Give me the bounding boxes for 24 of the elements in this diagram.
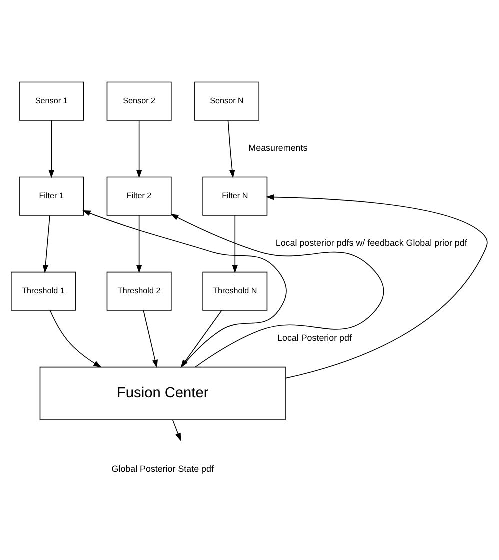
label: Local posterior pdfs w/ feedback Global prior pdf xyxy=(276,238,468,248)
node-box: Threshold N xyxy=(202,272,268,311)
arrow xyxy=(143,310,158,368)
arrow xyxy=(172,420,182,442)
arrow xyxy=(48,120,54,178)
node-box: Fusion Center xyxy=(40,366,286,420)
node-box: Filter N xyxy=(202,176,268,216)
node-box: Threshold 1 xyxy=(11,272,76,311)
label: Global Posterior State pdf xyxy=(112,464,214,474)
node-box: Sensor 1 xyxy=(19,82,84,121)
label: Measurements xyxy=(248,143,308,154)
node-box: Sensor N xyxy=(194,82,260,121)
arrow xyxy=(228,120,236,178)
arrow xyxy=(42,215,50,274)
node-box: Sensor 2 xyxy=(106,82,172,121)
node-box: Threshold 2 xyxy=(106,272,172,311)
label: Local Posterior pdf xyxy=(278,333,352,344)
node-box: Filter 2 xyxy=(106,176,172,216)
arrow xyxy=(50,310,102,368)
node-box: Filter 1 xyxy=(19,176,84,216)
arrow xyxy=(232,215,238,274)
arrow xyxy=(136,120,142,178)
arrow xyxy=(136,215,142,274)
arrow xyxy=(266,194,488,379)
